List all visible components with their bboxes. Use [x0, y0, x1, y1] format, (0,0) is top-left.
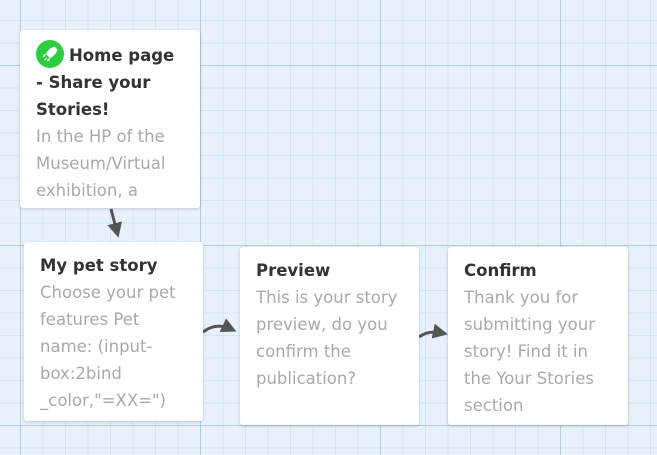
passage-title-text: Home page - Share your Stories!: [36, 46, 175, 119]
passage-card-confirm[interactable]: Confirm Thank you for submitting your st…: [448, 247, 628, 425]
passage-card-my-pet-story[interactable]: My pet story Choose your pet features Pe…: [24, 242, 203, 421]
link-arrow-my-pet-story-to-preview: [202, 318, 237, 334]
link-arrow-home-to-my-pet-story: [107, 208, 122, 238]
link-arrow-preview-to-confirm: [418, 323, 448, 339]
passage-excerpt: Thank you for submitting your story! Fin…: [464, 288, 595, 415]
passage-title: Home page - Share your Stories!: [36, 40, 186, 123]
passage-title: Confirm: [464, 261, 537, 280]
passage-excerpt: This is your story preview, do you confi…: [256, 288, 398, 388]
passage-card-home-page[interactable]: Home page - Share your Stories! In the H…: [20, 30, 200, 208]
passage-excerpt: Choose your pet features Pet name: (inpu…: [40, 283, 176, 410]
passage-card-preview[interactable]: Preview This is your story preview, do y…: [240, 247, 419, 425]
passage-title: Preview: [256, 261, 331, 280]
passage-title: My pet story: [40, 256, 158, 275]
rocket-icon: [36, 40, 64, 68]
passage-excerpt: In the HP of the Museum/Virtual exhibiti…: [36, 127, 166, 200]
